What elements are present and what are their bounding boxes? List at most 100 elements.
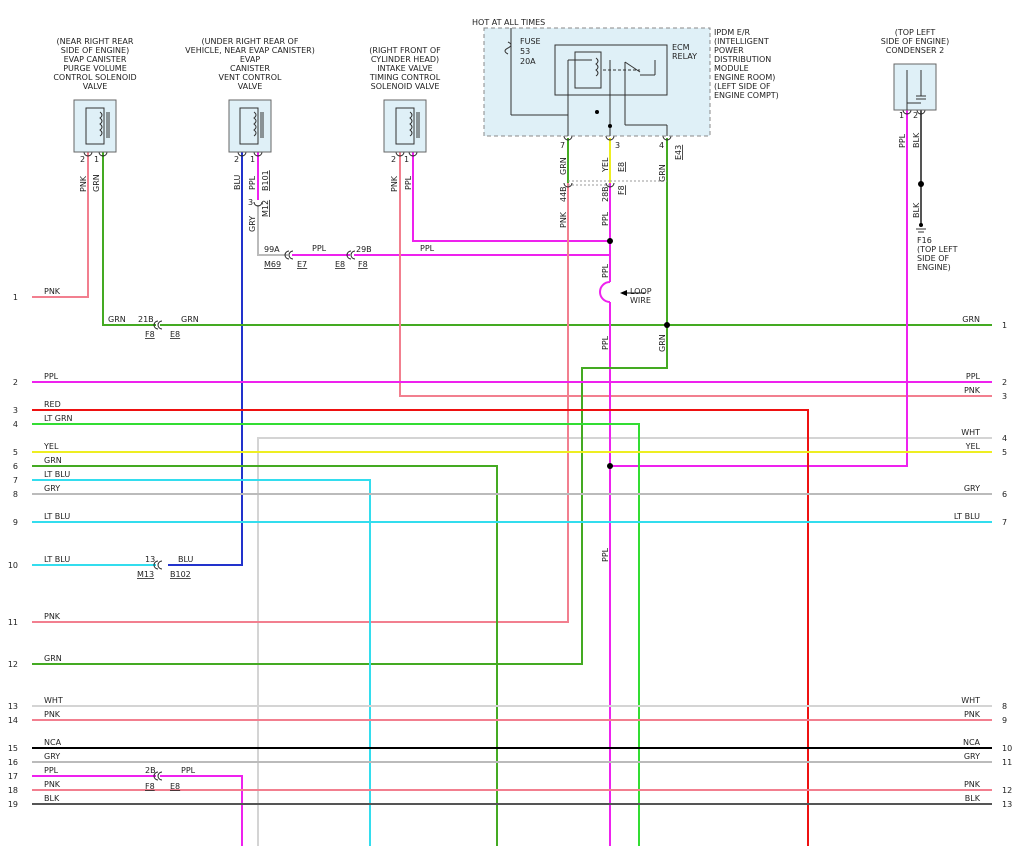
svg-text:SOLENOID VALVE: SOLENOID VALVE — [371, 82, 440, 91]
svg-text:ENGINE): ENGINE) — [917, 263, 951, 272]
pin-numbers-rotated: 44B 28B — [559, 186, 610, 202]
fuse-label: FUSE 53 20A — [520, 37, 541, 66]
pin-arc — [605, 135, 615, 141]
svg-text:EVAP CANISTER: EVAP CANISTER — [64, 55, 127, 64]
svg-text:M69: M69 — [264, 260, 281, 269]
svg-text:2: 2 — [80, 155, 85, 164]
connector-2b-arc — [157, 771, 163, 781]
right-row-number: 13 — [1002, 800, 1012, 809]
left-row-number: 14 — [8, 716, 18, 725]
left-row-number: 15 — [8, 744, 18, 753]
svg-text:PNK: PNK — [559, 211, 568, 228]
right-row-number: 5 — [1002, 448, 1007, 457]
svg-text:E7: E7 — [297, 260, 307, 269]
svg-text:7: 7 — [560, 141, 565, 150]
svg-text:2: 2 — [234, 155, 239, 164]
svg-text:PPL: PPL — [420, 244, 435, 253]
svg-text:(INTELLIGENT: (INTELLIGENT — [714, 37, 769, 46]
timing-valve-label: (RIGHT FRONT OF CYLINDER HEAD) INTAKE VA… — [369, 46, 441, 91]
ground-label: F16 (TOP LEFT SIDE OF ENGINE) — [917, 236, 958, 272]
wire-pnk-44b — [32, 183, 569, 623]
svg-text:VENT CONTROL: VENT CONTROL — [218, 73, 282, 82]
connector-ids: M69 E7 E8 F8 F8 E8 M13 B102 F8 E8 — [137, 260, 368, 791]
svg-text:ECM: ECM — [672, 43, 690, 52]
wire-blu-vent — [168, 152, 243, 566]
left-row-number: 12 — [8, 660, 18, 669]
wire-labels: PPL PPL GRN GRN BLU PPL — [108, 244, 435, 775]
right-row-number: 11 — [1002, 758, 1012, 767]
svg-text:F8: F8 — [145, 782, 155, 791]
left-row-label: GRN — [44, 456, 62, 465]
left-row-label: PNK — [44, 287, 61, 296]
pin-arc — [98, 151, 108, 157]
wire-grn-ipdm4 — [32, 138, 668, 665]
svg-text:PPL: PPL — [404, 175, 413, 190]
svg-text:99A: 99A — [264, 245, 280, 254]
svg-text:FUSE: FUSE — [520, 37, 541, 46]
left-row-number: 19 — [8, 800, 18, 809]
svg-text:BLK: BLK — [912, 132, 921, 148]
svg-text:EVAP: EVAP — [240, 55, 260, 64]
svg-text:SIDE OF ENGINE): SIDE OF ENGINE) — [881, 37, 949, 46]
svg-text:M13: M13 — [137, 570, 154, 579]
pin-arc — [408, 151, 418, 157]
svg-text:3: 3 — [615, 141, 620, 150]
pin-arc — [237, 151, 247, 157]
connector-29b-arc — [350, 250, 356, 260]
purge-valve-label: (NEAR RIGHT REAR SIDE OF ENGINE) EVAP CA… — [53, 37, 136, 91]
right-row-number: 2 — [1002, 378, 1007, 387]
svg-text:1: 1 — [94, 155, 99, 164]
left-row-number: 9 — [13, 518, 18, 527]
connector-44b-arc — [563, 182, 573, 188]
left-row-label: LT BLU — [44, 470, 70, 479]
svg-text:GRN: GRN — [658, 334, 667, 352]
svg-text:B101: B101 — [261, 170, 270, 191]
svg-text:GRN: GRN — [559, 157, 568, 175]
connector-99a-arc — [288, 250, 294, 260]
pin-arc — [563, 135, 573, 141]
wire-pnk-purge — [32, 152, 89, 298]
svg-text:LOOP: LOOP — [630, 287, 652, 296]
wire-gry-vent — [257, 205, 288, 256]
svg-text:ENGINE ROOM): ENGINE ROOM) — [714, 73, 775, 82]
svg-text:BLU: BLU — [178, 555, 194, 564]
connector-21b-arc — [157, 320, 163, 330]
right-row-number: 7 — [1002, 518, 1007, 527]
connector-2b-arc — [153, 771, 159, 781]
svg-text:GRN: GRN — [658, 164, 667, 182]
left-row-number: 7 — [13, 476, 18, 485]
left-row-label: PNK — [44, 710, 61, 719]
svg-text:PPL: PPL — [312, 244, 327, 253]
svg-text:GRN: GRN — [92, 174, 101, 192]
svg-text:(NEAR RIGHT REAR: (NEAR RIGHT REAR — [57, 37, 134, 46]
svg-text:IPDM E/R: IPDM E/R — [714, 28, 751, 37]
svg-text:CONTROL SOLENOID: CONTROL SOLENOID — [53, 73, 136, 82]
svg-text:SIDE OF: SIDE OF — [917, 254, 949, 263]
svg-text:(LEFT SIDE OF: (LEFT SIDE OF — [714, 82, 771, 91]
svg-text:PPL: PPL — [898, 133, 907, 148]
left-row-label: PNK — [44, 780, 61, 789]
wire-ppl-timing — [412, 152, 610, 242]
svg-text:13: 13 — [145, 555, 155, 564]
svg-text:1: 1 — [899, 111, 904, 120]
left-row-label: LT BLU — [44, 512, 70, 521]
right-row-label: PNK — [964, 710, 981, 719]
left-row-number: 18 — [8, 786, 18, 795]
junction-dot — [607, 463, 613, 469]
connector-3-arc — [253, 201, 263, 207]
timing-valve-box — [383, 99, 427, 153]
svg-text:(UNDER RIGHT REAR OF: (UNDER RIGHT REAR OF — [202, 37, 299, 46]
right-row-number: 4 — [1002, 434, 1007, 443]
left-row-label: RED — [44, 400, 61, 409]
left-row-label: GRY — [44, 752, 60, 761]
wire-ppl-2b — [160, 775, 243, 846]
right-row-number: 6 — [1002, 490, 1007, 499]
svg-text:(TOP LEFT: (TOP LEFT — [895, 28, 936, 37]
svg-text:PPL: PPL — [601, 547, 610, 562]
svg-text:PPL: PPL — [601, 335, 610, 350]
svg-text:PNK: PNK — [79, 175, 88, 192]
left-row-number: 4 — [13, 420, 18, 429]
